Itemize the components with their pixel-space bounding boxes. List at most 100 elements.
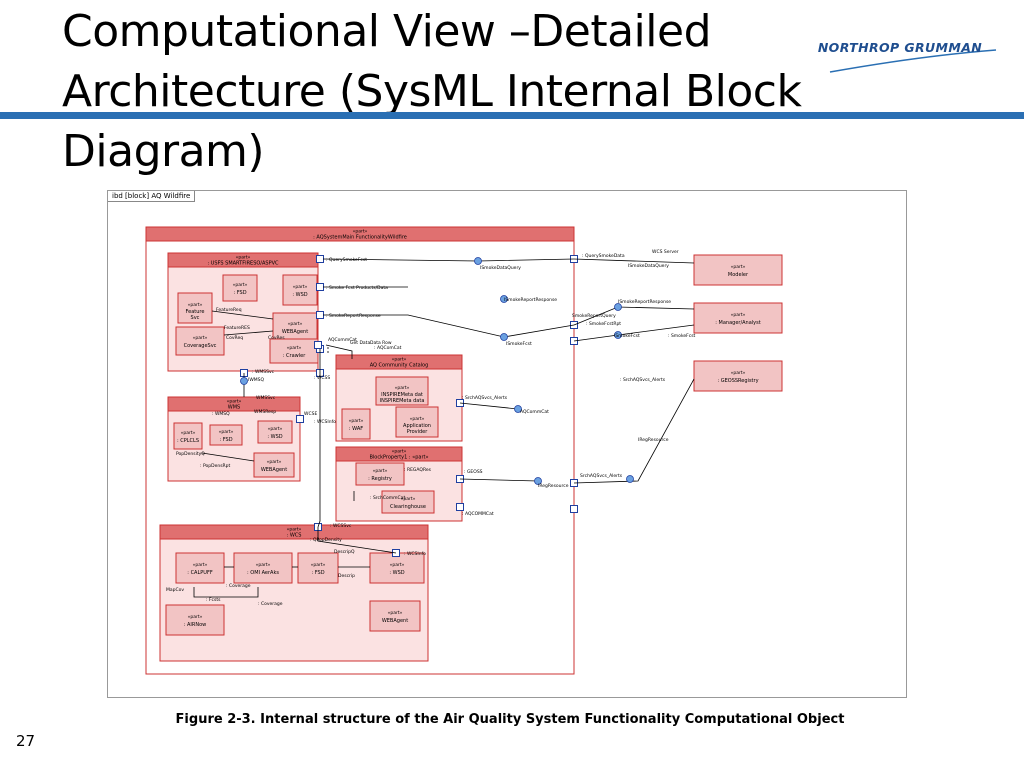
port-label-49: PopDensityQ (176, 451, 205, 457)
port-label-47: CovReq (226, 335, 243, 341)
port-label-17: : AQComCat (374, 345, 402, 351)
stereotype-cplcls: «part» (181, 430, 196, 436)
stereotype-feature: «part» (188, 302, 203, 308)
port-label-8: ISmokeReportResponse (618, 299, 671, 305)
slide-title: Computational View –Detailed Architectur… (62, 6, 802, 177)
block-name-webagent2: WEBAgent (261, 467, 287, 473)
port-label-46: FeatureRES (224, 325, 250, 331)
port-17 (314, 341, 322, 349)
northrop-grumman-logo: NORTHROP GRUMMAN (800, 36, 1000, 76)
block-name-cplcls: : CPLCLS (177, 438, 199, 444)
block-header-blockprop (335, 446, 463, 462)
block-name-fsd1: : FSD (233, 290, 246, 296)
port-label-3: ISmokeDataQuery (480, 265, 521, 271)
port-label-39: : WCSInfo (404, 551, 426, 557)
port-5 (316, 255, 324, 263)
block-name-main: : AQSystemMain FunctionalityWildfire (313, 235, 407, 241)
stereotype-fsd3: «part» (311, 562, 326, 568)
block-header-catalog (335, 354, 463, 370)
port-4 (570, 505, 578, 513)
block-name-wcs: : WCS (287, 533, 302, 539)
port-label-19: : WCSS (314, 375, 330, 381)
port-label-9: SmokeReportQuery (572, 313, 616, 319)
stereotype-usfs: «part» (236, 255, 251, 261)
port-label-28: : SrchAQSvcs_Alerts (620, 377, 666, 383)
connector-line (323, 314, 575, 338)
stereotype-calpuff: «part» (193, 562, 208, 568)
stereotype-manager: «part» (731, 312, 746, 318)
block-name-wms: WMS (228, 405, 240, 411)
interface-1 (500, 333, 508, 341)
port-label-6: ISmokeDataQuery (628, 263, 669, 269)
block-wsd3 (369, 552, 425, 584)
ibd-diagram-frame: ibd [block] AQ Wildfire «part»: AQSystem… (107, 190, 907, 698)
stereotype-fsd2: «part» (219, 429, 234, 435)
stereotype-inspire: «part» (395, 385, 410, 391)
block-fsd3 (297, 552, 339, 584)
stereotype-appprov: «part» (410, 416, 425, 422)
block-name-crawler: : Crawler (283, 353, 306, 359)
connector-line (201, 452, 255, 462)
port-label-12: ISmokeFcst (614, 333, 640, 339)
port-label-25: : WCSInfo (314, 419, 336, 425)
port-6 (316, 283, 324, 291)
block-crawler (269, 338, 319, 364)
port-label-50: : PopDensRpt (200, 463, 231, 469)
block-name-wsd1: : WSD (292, 292, 307, 298)
block-name-webagent3: WEBAgent (382, 618, 408, 624)
port-label-38: DescripQ (334, 549, 355, 555)
stereotype-omi: «part» (256, 562, 271, 568)
port-label-20: IWMSQ (248, 377, 265, 383)
port-label-2: : SmokeReportResponse (326, 313, 381, 319)
block-name-inspire-2: INSPIREMeta data (380, 398, 425, 404)
interface-8 (240, 377, 248, 385)
block-feature (177, 292, 213, 324)
block-wsd1 (282, 274, 318, 306)
connector-line (459, 402, 519, 410)
block-webagent2 (253, 452, 295, 478)
port-label-44: : Coverage (258, 601, 283, 607)
port-label-40: Descrip (338, 573, 355, 579)
stereotype-airnow: «part» (188, 614, 203, 620)
port-label-15: Get Data (350, 340, 370, 346)
port-label-42: MapCov (166, 587, 184, 593)
port-label-1: : Smoke Fcst Products/Data (326, 285, 388, 291)
block-name-inspire: INSPIREMeta dat (381, 392, 423, 398)
block-header-wcs (159, 524, 429, 540)
port-label-24: WCSE (304, 411, 317, 417)
stereotype-crawler: «part» (287, 345, 302, 351)
stereotype-wsd1: «part» (293, 284, 308, 290)
block-name-manager: : Manager/Analyst (715, 320, 760, 326)
logo-swoosh-icon (829, 49, 997, 73)
port-label-0: : QuerySmokeFcst (326, 257, 367, 263)
stereotype-registry: «part» (373, 468, 388, 474)
block-clearinghouse (381, 490, 435, 514)
port-label-37: : QPopDensity (310, 537, 342, 543)
port-7 (316, 311, 324, 319)
port-label-5: WCS Server (652, 249, 679, 255)
block-airnow (165, 604, 225, 636)
block-wsd2 (257, 420, 293, 444)
stereotype-blockprop: «part» (392, 449, 407, 455)
block-name-waf: : WAF (349, 426, 363, 432)
block-name-omi: : OMI AerAks (247, 570, 279, 576)
port-label-33: : REGAQRes (404, 467, 432, 473)
stereotype-waf: «part» (349, 418, 364, 424)
connector-line (459, 478, 539, 482)
block-name-appprov: Application (403, 423, 431, 429)
connector-line (193, 587, 259, 598)
port-label-32: : GEOSS (464, 469, 483, 475)
port-label-31: IRegResource (538, 483, 569, 489)
block-name-registry: : Registry (368, 476, 392, 482)
port-label-10: : SmokeFcstRpt (586, 321, 621, 327)
interface-6 (534, 477, 542, 485)
interface-5 (514, 405, 522, 413)
block-header-main (145, 226, 575, 242)
port-label-34: : SrchCommCat (370, 495, 405, 501)
port-label-41: : Coverage (226, 583, 251, 589)
block-waf (341, 408, 371, 440)
block-name-airnow: : AIRNow (184, 622, 207, 628)
block-coverage (175, 326, 225, 356)
block-name-usfs: : USFS SMARTFIRESO/ASPVC (207, 261, 279, 267)
stereotype-wms: «part» (227, 399, 242, 405)
